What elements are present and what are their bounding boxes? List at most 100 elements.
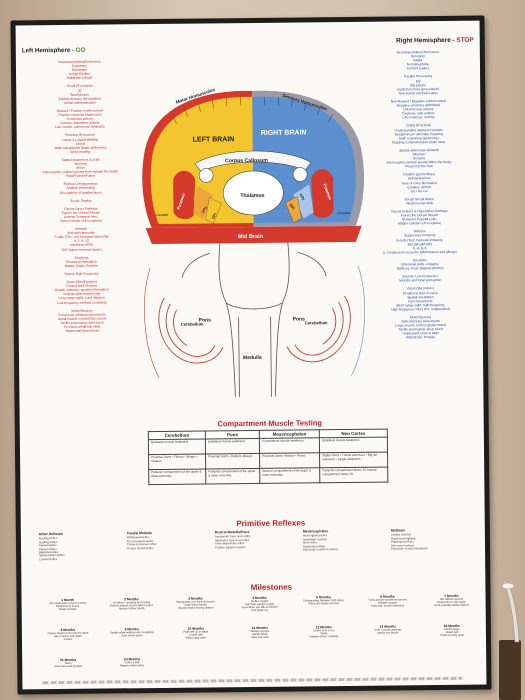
cmt-title: Compartment Muscle Testing: [217, 418, 322, 429]
right-text-line: Sadness, Fear, Disgust (shame): [396, 266, 444, 271]
left-ventricle: [198, 168, 214, 183]
left-gpe-label: GPe: [201, 206, 208, 214]
milestone-text: Begins pretend play: [120, 664, 145, 668]
thalamus-shape: [223, 170, 284, 216]
right-cerebellum-shape: [286, 295, 351, 363]
left-text-line: TNF (tumor necrosis factor): [61, 247, 102, 252]
right-hemisphere-column: Right Hemisphere - STOP Neurotransmitter…: [362, 37, 477, 345]
milestone-text: Imitates others' activities: [309, 635, 339, 639]
table-cell: Anterior compartment of the upper & lowe…: [259, 467, 321, 484]
milestone-text: Creeps: [63, 638, 73, 642]
brainstem-outline: [181, 242, 327, 398]
milestone-text: Uses two-word phrases: [54, 664, 83, 669]
left-text-line: Low frequency contrast sensitivity: [57, 300, 107, 305]
right-gpi-label: GPi: [289, 203, 296, 210]
table-cell: Proximal Joints • Deltoid • Biceps: [205, 453, 260, 469]
cmt-table: Cerebellum Pons Mesencephalon Neo Cortex…: [148, 429, 389, 486]
left-text-block: Planning (Executive)Linear & Logical thi…: [23, 133, 138, 155]
milestone-text: Notices his/her hands: [118, 607, 145, 611]
table-cell: Posterior compartment of the upper & low…: [205, 468, 261, 484]
stop-label: STOP: [456, 36, 474, 44]
left-text-line: Happy, Anger, Surprise: [64, 263, 99, 268]
corpus-callosum-shape: [194, 150, 312, 172]
go-label: GO: [75, 46, 86, 54]
table-cell: Ipsilateral muscle weakness: [319, 437, 388, 453]
left-hemisphere-title: Left Hemisphere - GO: [21, 46, 86, 55]
right-text-line: Cortisol (wake): [406, 66, 430, 71]
mid-brain-band: [145, 225, 362, 245]
milestone-text: Stacks two blocks: [377, 631, 399, 635]
desk-lamp: [501, 582, 520, 643]
poster: Left Hemisphere - GO Neurotransmitters/H…: [15, 20, 487, 690]
left-hemisphere-column: Left Hemisphere - GO Neurotransmitters/H…: [22, 46, 140, 337]
right-text-line: Melodic and tonal perception: [399, 278, 442, 283]
milestone-text: Visually tracks moving objects: [177, 606, 214, 611]
table-cell: Posterior compartment above T6 Anterior …: [319, 467, 388, 483]
left-text-line: Like routine, sameness, familiarity: [55, 124, 105, 130]
milestone-text: Can grasp toy: [251, 609, 269, 613]
left-text-block: Social: Display: [23, 198, 138, 203]
table-cell: Posterior compartment of the upper & low…: [148, 468, 206, 485]
table-cell: Ipsilateral muscle weakness: [148, 438, 206, 455]
milestone-text: Plays with hands and feet: [308, 602, 339, 606]
table-cell: Digital Joints • Thumb extensors • Big t…: [319, 452, 388, 468]
left-putamen-shape: [173, 170, 196, 220]
table-cell: Proximal Joints • Flexors • Biceps • Glu…: [148, 453, 206, 470]
right-text-line: Reading comprehension (main idea): [392, 139, 446, 145]
reflex-item: Parachute reaction Forward: [303, 547, 338, 552]
left-putamen-label: Putamen: [176, 192, 187, 210]
left-text-line: Sequential Movements: [65, 328, 100, 334]
table-cell: Ipsilateral muscle weakness: [205, 438, 260, 454]
left-text-block: Sound: High Frequency: [24, 271, 139, 276]
right-gpe-shape: [293, 184, 314, 219]
left-gyri: [172, 97, 241, 124]
right-brace-line: [350, 265, 365, 377]
table-cell: Contralateral muscle weakness: [259, 437, 320, 454]
right-text-block: Doing (Practical)Understanding abstract …: [363, 123, 475, 145]
reflex-item: Landau Reflex: [39, 556, 58, 562]
milestone-text: Rolls over in both directions: [371, 604, 405, 609]
milestone-text: Finds partially hidden objects: [434, 604, 469, 608]
milestone-text: Plays patty-cake: [186, 636, 206, 640]
left-text-line: Past/Present/Future: [65, 173, 96, 179]
right-gpe-label: GPe: [298, 193, 305, 201]
left-caudate-label: Caudate: [156, 213, 169, 217]
left-gpi-label: GPi: [211, 213, 218, 220]
right-hemisphere-title: Right Hemisphere - STOP: [396, 36, 474, 45]
right-ventricle: [292, 167, 308, 182]
corpus-callosum-label: Corpus Callosum: [225, 158, 268, 164]
left-text-line: Verbal communication: [63, 100, 97, 105]
right-text-line: Interpersonal skills: [405, 200, 434, 206]
right-text-line: Athleticism, Posture: [406, 335, 436, 340]
left-text-line: Melatonin (sleep): [66, 76, 93, 81]
right-text-line: Present in the now: [405, 164, 433, 169]
right-text-line: Magno-cellular cell receptors): [397, 221, 442, 226]
left-brain-label: LEFT BRAIN: [193, 136, 235, 143]
